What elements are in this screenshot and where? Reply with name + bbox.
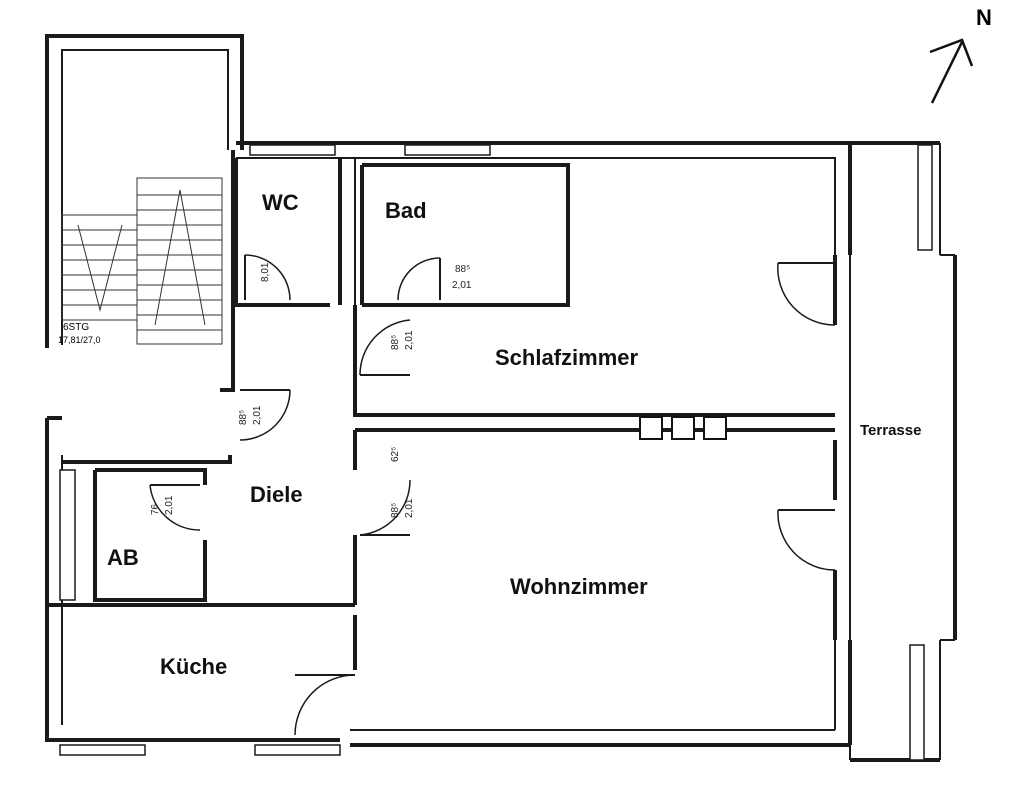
- dim-ab-door-height: 2,01: [164, 495, 175, 515]
- doors: [149, 254, 836, 736]
- terrace-door-lower: [777, 509, 836, 571]
- dim-diele-door-height: 2,01: [252, 405, 263, 425]
- stair-left-flight: [61, 214, 138, 321]
- kitchen-window-2: [254, 744, 341, 756]
- wc-bad-walls: [234, 158, 570, 307]
- stair-treads-left: [62, 224, 137, 312]
- label-schlafzimmer: Schlafzimmer: [495, 345, 638, 370]
- inner-walls: [47, 255, 837, 670]
- chimney-vents: [639, 416, 727, 440]
- stairwell: 6STG 17,81/27,0: [45, 34, 244, 348]
- schlafzimmer-door: [359, 319, 411, 376]
- dim-diele-door-width: 88⁵: [238, 410, 249, 425]
- ab-window: [59, 469, 76, 601]
- dim-wohn-door-height: 2,01: [404, 498, 415, 518]
- label-terrasse: Terrasse: [860, 422, 921, 439]
- bottom-windows: [59, 744, 341, 756]
- terrace-rail-top: [917, 144, 933, 251]
- room-labels: WC Bad Schlafzimmer Terrasse Diele AB Wo…: [107, 190, 921, 679]
- stair-ratio-text: 17,81/27,0: [58, 335, 101, 345]
- north-arrow: N: [929, 5, 992, 104]
- top-windows: [249, 144, 491, 156]
- terrace-door-upper: [777, 262, 836, 326]
- dim-wohn-door-width: 88⁵: [390, 503, 401, 518]
- dim-wc-door: 8,01: [260, 262, 271, 282]
- wc-window: [249, 144, 336, 156]
- north-label: N: [976, 5, 992, 30]
- label-wc: WC: [262, 190, 299, 215]
- ab-door: [149, 484, 201, 531]
- label-kueche: Küche: [160, 654, 227, 679]
- wc-door: [244, 254, 291, 301]
- stair-right-flight: [136, 177, 223, 345]
- vent-1: [639, 416, 663, 440]
- wohnzimmer-door: [359, 479, 411, 536]
- bad-door: [397, 257, 441, 301]
- dim-bad-door-width: 88⁵: [455, 264, 470, 275]
- terrace-rail-bottom: [909, 644, 925, 761]
- dimensions: 8,01 88⁵ 2,01 88⁵ 2,01 88⁵ 2,01 76 2,01 …: [150, 262, 472, 518]
- kitchen-window-1: [59, 744, 146, 756]
- stair-treads-right: [137, 189, 222, 331]
- dim-schlaf-door-width: 88⁵: [390, 335, 401, 350]
- terrace: [849, 143, 957, 761]
- label-ab: AB: [107, 545, 139, 570]
- vent-3: [703, 416, 727, 440]
- north-arrow-line: [930, 41, 964, 104]
- dim-schlaf-door-height: 2,01: [404, 330, 415, 350]
- dim-bad-door-height: 2,01: [452, 280, 472, 291]
- label-wohnzimmer: Wohnzimmer: [510, 574, 648, 599]
- label-bad: Bad: [385, 198, 427, 223]
- label-diele: Diele: [250, 482, 303, 507]
- bad-window: [404, 144, 491, 156]
- diele-door: [239, 389, 291, 441]
- stair-count-text: 6STG: [63, 322, 89, 333]
- dim-niche: 62⁵: [390, 447, 401, 462]
- north-arrow-head: [929, 38, 974, 67]
- dim-ab-door-width: 76: [150, 503, 161, 515]
- kueche-door: [294, 674, 356, 736]
- vent-2: [671, 416, 695, 440]
